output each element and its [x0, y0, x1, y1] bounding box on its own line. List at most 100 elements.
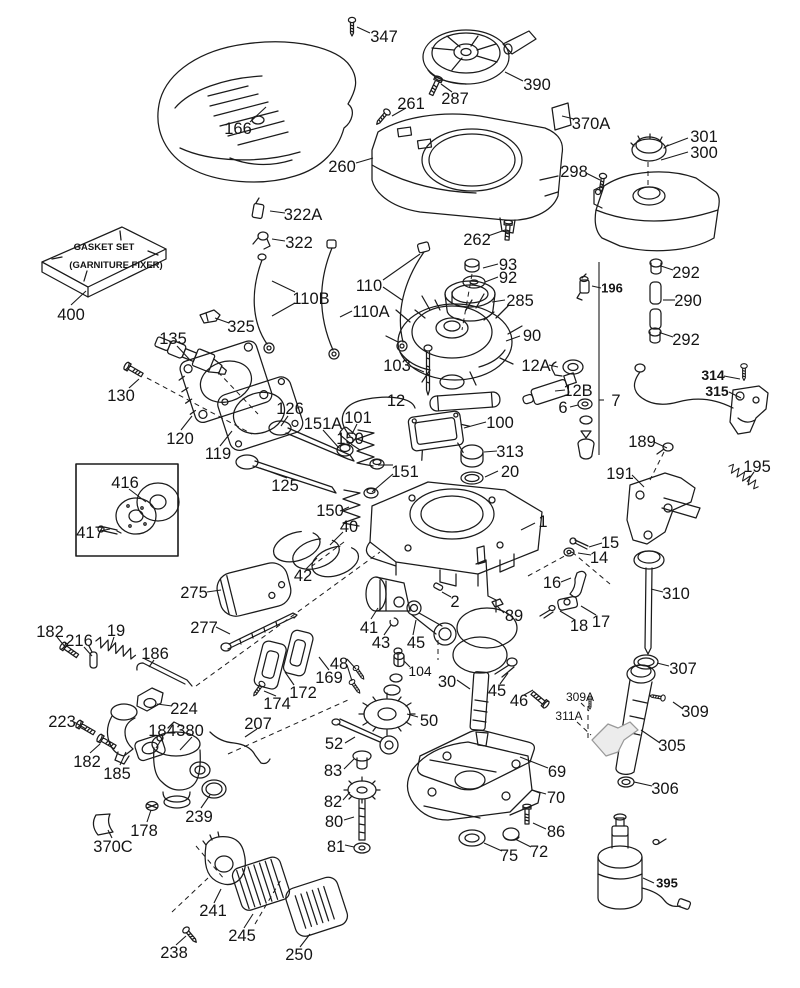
leader-line	[728, 391, 742, 399]
part-label-347: 347	[370, 28, 398, 46]
leader-line	[215, 626, 231, 635]
part-label-314: 314	[701, 367, 725, 383]
part-label-119: 119	[205, 445, 231, 463]
part-label-169: 169	[315, 669, 343, 687]
leader-line	[482, 263, 499, 269]
leader-line	[585, 172, 601, 181]
leader-line	[243, 913, 254, 929]
part-label-417: 417	[76, 524, 104, 542]
leader-line	[322, 429, 340, 449]
part-label-182: 182	[36, 623, 64, 641]
part-connecting-rod-45	[406, 600, 457, 646]
leader-line	[633, 781, 653, 787]
part-bracket-315	[729, 385, 769, 435]
parts-artwork	[41, 16, 769, 946]
leader-line	[343, 816, 355, 821]
part-oring-239	[201, 779, 227, 799]
part-gasket-169	[282, 629, 314, 677]
leader-line	[249, 106, 267, 123]
leader-line	[280, 415, 289, 427]
part-flywheel-90	[385, 291, 523, 390]
part-valve-126	[268, 420, 355, 462]
part-screw-417	[97, 525, 122, 535]
part-label-110: 110	[356, 277, 382, 295]
part-screw-261	[373, 107, 393, 128]
part-gear-82	[343, 776, 381, 804]
part-label-103: 103	[383, 357, 411, 375]
leader-line	[548, 364, 559, 368]
part-gasket-172	[253, 640, 287, 690]
part-cylinder-head-120	[178, 340, 273, 424]
leader-line	[70, 290, 87, 306]
part-screw-238	[180, 925, 200, 946]
part-label-325: 325	[227, 318, 255, 336]
part-tag-370A	[551, 102, 572, 131]
leader-line	[631, 474, 645, 488]
part-label-290: 290	[674, 292, 702, 310]
part-screw-314	[740, 363, 748, 381]
leader-line	[339, 506, 350, 512]
part-label-16: 16	[543, 574, 561, 592]
leader-line	[391, 107, 407, 117]
part-pin-clip-43	[389, 617, 399, 627]
part-label-241: 241	[199, 902, 227, 920]
part-bushing-292-lower	[648, 327, 662, 344]
leader-line	[383, 624, 392, 636]
part-bushing-292-upper	[649, 258, 663, 275]
part-blower-housing-260	[371, 113, 564, 234]
part-seal-306	[617, 776, 635, 788]
leader-line	[520, 522, 536, 531]
leader-line	[155, 736, 164, 749]
part-link-186	[136, 658, 193, 687]
part-oring-307	[633, 654, 659, 670]
leader-line	[259, 467, 288, 479]
part-label-45: 45	[488, 682, 506, 700]
leader-line	[382, 253, 421, 281]
leader-line	[146, 809, 152, 823]
part-sump-gasket-69	[417, 729, 535, 791]
leader-line	[329, 531, 344, 546]
part-label-104: 104	[408, 663, 432, 679]
part-label-322A: 322A	[284, 206, 323, 224]
part-label-380: 380	[176, 722, 204, 740]
part-spring-retainers-151	[363, 458, 385, 499]
leader-line	[403, 660, 411, 668]
part-label-20: 20	[501, 463, 519, 481]
part-label-305: 305	[658, 737, 686, 755]
part-sleeve-313	[460, 444, 484, 468]
part-ignition-coil-100	[407, 410, 471, 461]
part-label-110A: 110A	[352, 303, 389, 321]
part-label-184: 184	[148, 722, 176, 740]
part-label-50: 50	[420, 712, 438, 730]
gasket-box-line2: (GARNITURE FIXER)	[69, 260, 162, 271]
inset-box-416-417	[75, 463, 180, 557]
part-carburetor-380	[151, 721, 211, 809]
part-bolt-103	[423, 344, 433, 396]
part-label-315: 315	[705, 383, 729, 399]
leader-line	[342, 791, 351, 801]
part-label-250: 250	[285, 946, 313, 964]
part-tappet-83	[352, 750, 372, 770]
part-label-92: 92	[499, 269, 517, 287]
part-gasket-set-box-400	[41, 226, 167, 298]
callout-labels: 347166390287261260370A301300298262292290…	[36, 28, 771, 964]
leader-line	[483, 842, 503, 852]
part-label-298: 298	[560, 163, 588, 181]
part-pin-216	[88, 645, 98, 669]
part-spacer-104	[393, 651, 405, 668]
construction-line	[576, 721, 592, 736]
part-label-82: 82	[324, 793, 342, 811]
part-elbow-fitting-12A	[551, 359, 584, 377]
construction-line	[227, 699, 349, 755]
leader-line	[640, 729, 661, 744]
leader-line	[284, 671, 295, 686]
part-label-135: 135	[159, 330, 187, 348]
part-wire-110	[396, 241, 431, 352]
part-bolt-223	[74, 718, 97, 738]
leader-line	[505, 335, 521, 342]
leader-line	[484, 276, 499, 283]
leader-line	[456, 679, 471, 690]
part-label-189: 189	[628, 433, 656, 451]
leader-line	[346, 658, 357, 670]
leader-line	[531, 789, 547, 795]
